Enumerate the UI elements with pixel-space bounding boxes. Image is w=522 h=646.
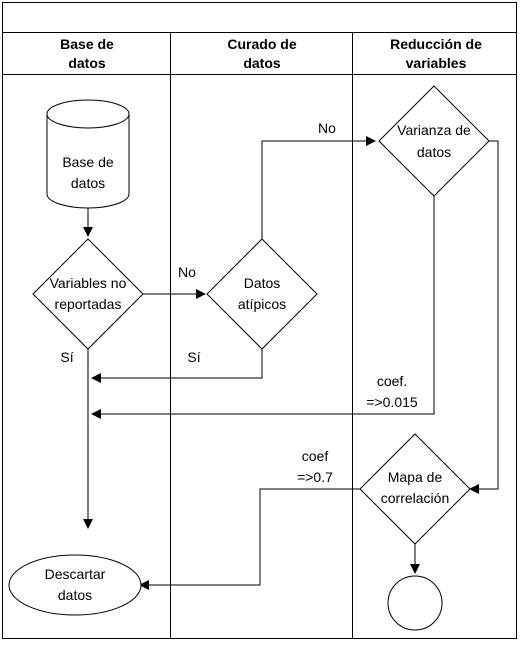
lane-title-curado-line1: Curado de bbox=[227, 36, 296, 52]
decision-correlation-label-line2: correlación bbox=[381, 490, 449, 506]
edge-correlation-coef bbox=[139, 488, 361, 590]
lane-title-base-datos-line2: datos bbox=[68, 55, 106, 71]
lane-title-reduccion-line2: variables bbox=[406, 55, 467, 71]
decision-variance-label-line2: datos bbox=[417, 144, 451, 160]
lane-title-base-datos-line1: Base de bbox=[60, 36, 114, 52]
decision-correlation-label-line1: Mapa de bbox=[388, 469, 443, 485]
terminal-discard bbox=[8, 554, 142, 616]
edge-variance-to-correlation bbox=[469, 140, 499, 494]
terminal-discard-label-line2: datos bbox=[58, 587, 92, 603]
edge-label-unreported-no: No bbox=[178, 264, 196, 280]
decision-unreported-label-line1: Variables no bbox=[50, 275, 127, 291]
database-label-line2: datos bbox=[71, 175, 105, 191]
edge-label-outliers-yes: Sí bbox=[187, 349, 200, 365]
lane-title-reduccion-line1: Reducción de bbox=[390, 36, 482, 52]
edge-outliers-yes bbox=[91, 349, 263, 383]
decision-correlation bbox=[359, 433, 471, 545]
edge-label-unreported-yes: Sí bbox=[60, 349, 73, 365]
decision-unreported bbox=[32, 238, 144, 350]
edge-label-correlation-coef-line2: =>0.7 bbox=[297, 469, 333, 485]
edge-variance-coef bbox=[91, 195, 435, 419]
decision-outliers-label-line1: Datos bbox=[244, 275, 281, 291]
database-cylinder bbox=[46, 99, 130, 209]
edge-label-variance-coef-line1: coef. bbox=[377, 373, 407, 389]
decision-unreported-label-line2: reportadas bbox=[55, 296, 122, 312]
decision-variance-label-line1: Varianza de bbox=[397, 122, 471, 138]
end-circle bbox=[387, 575, 443, 631]
decision-variance bbox=[378, 85, 490, 197]
decision-outliers bbox=[206, 238, 318, 350]
edge-label-variance-coef-line2: =>0.015 bbox=[366, 394, 418, 410]
terminal-discard-label-line1: Descartar bbox=[45, 566, 106, 582]
database-label-line1: Base de bbox=[62, 154, 114, 170]
pool-frame bbox=[2, 2, 517, 639]
edge-outliers-no bbox=[261, 136, 376, 239]
edge-label-correlation-coef-line1: coef bbox=[302, 448, 329, 464]
edge-label-outliers-no: No bbox=[318, 120, 336, 136]
decision-outliers-label-line2: atípicos bbox=[238, 296, 286, 312]
lane-title-curado-line2: datos bbox=[243, 55, 281, 71]
